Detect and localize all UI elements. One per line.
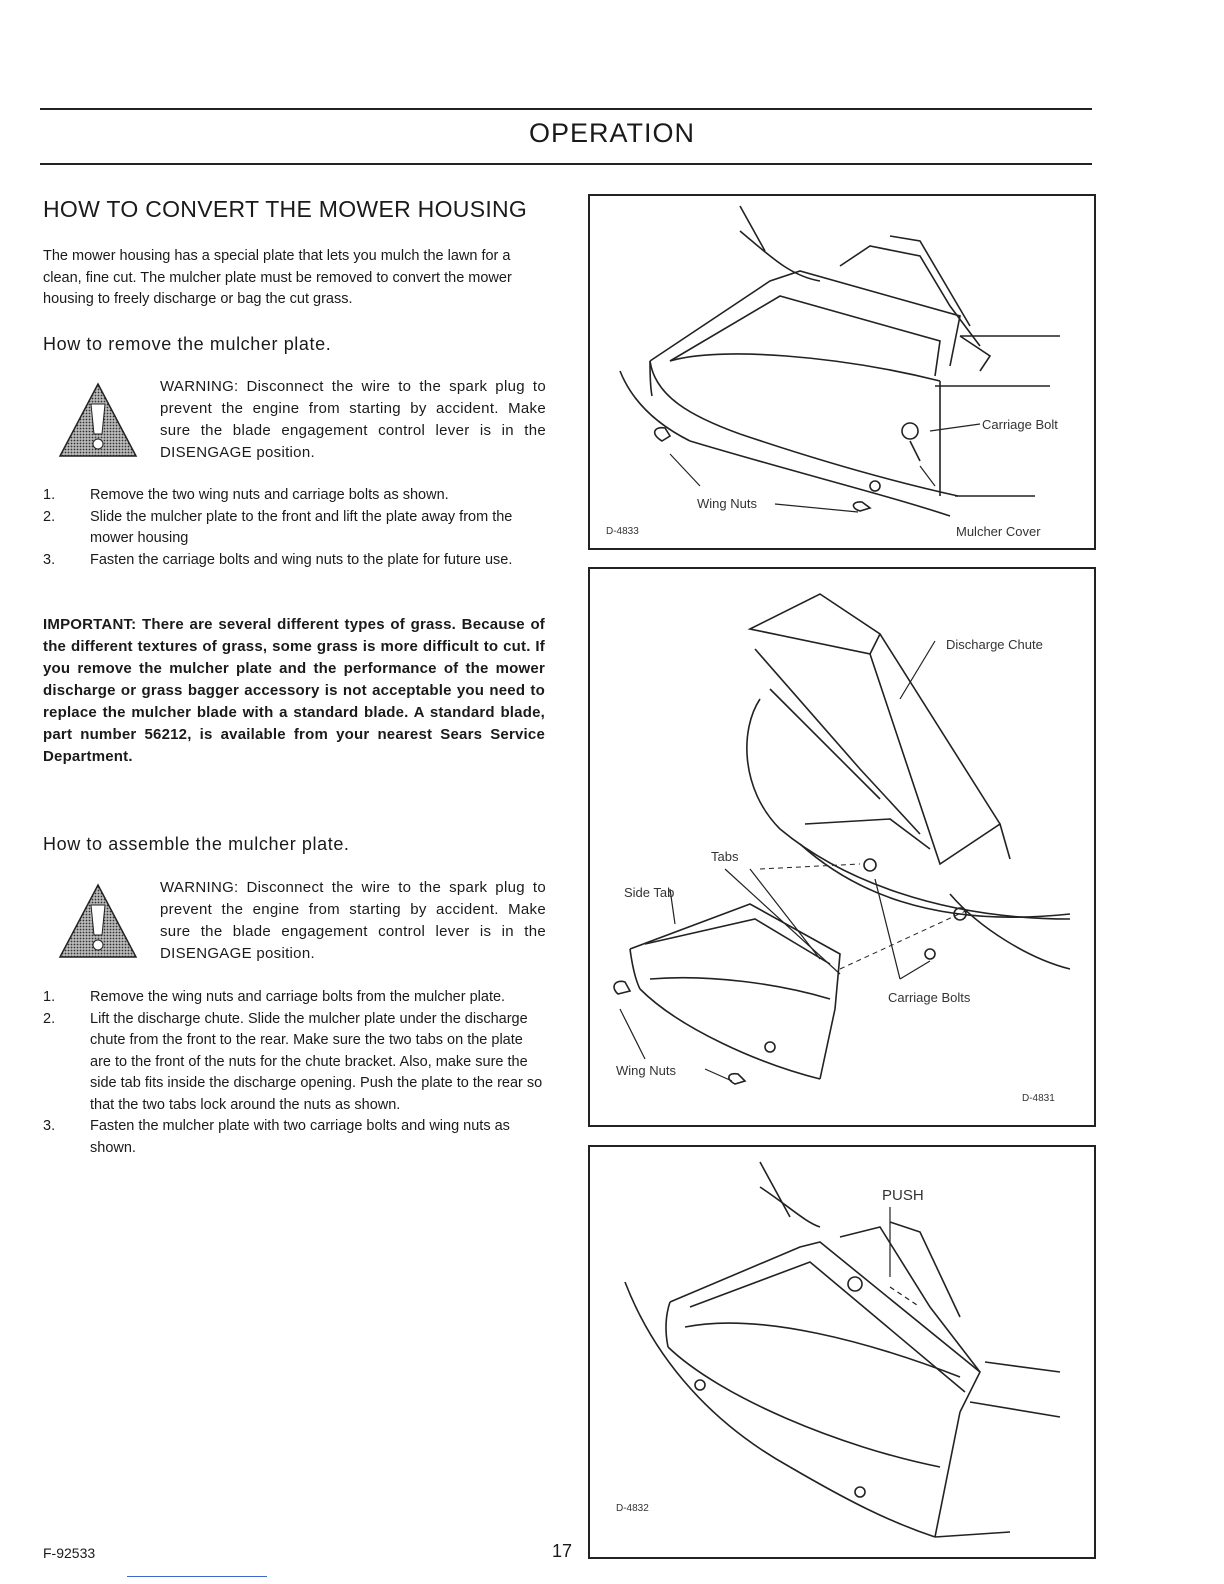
label-wing-nuts: Wing Nuts <box>616 1063 676 1078</box>
assemble-warning-text: WARNING: Disconnect the wire to the spar… <box>160 879 546 962</box>
remove-heading: How to remove the mulcher plate. <box>43 334 332 354</box>
list-item: 2.Lift the discharge chute. Slide the mu… <box>43 1010 543 1113</box>
label-wing-nuts: Wing Nuts <box>697 496 757 511</box>
assemble-warning-block: WARNING: Disconnect the wire to the spar… <box>58 877 548 977</box>
intro-paragraph: The mower housing has a special plate th… <box>43 248 512 307</box>
list-item: 3.Fasten the mulcher plate with two carr… <box>43 1118 510 1156</box>
warning-triangle-icon <box>58 382 138 457</box>
document-number: F-92533 <box>43 1545 96 1561</box>
label-tabs: Tabs <box>711 849 739 864</box>
push-plate-illustration <box>624 1161 1061 1538</box>
remove-steps-list: 1.Remove the two wing nuts and carriage … <box>43 485 545 571</box>
label-carriage-bolts: Carriage Bolts <box>888 990 971 1005</box>
list-item: 1.Remove the two wing nuts and carriage … <box>43 487 449 503</box>
remove-warning-block: WARNING: Disconnect the wire to the spar… <box>58 376 548 476</box>
page-number: 17 <box>552 1541 573 1561</box>
figure-code: D-4832 <box>616 1503 649 1514</box>
label-mulcher-cover: Mulcher Cover <box>956 524 1041 539</box>
assemble-steps-list: 1.Remove the wing nuts and carriage bolt… <box>43 987 545 1159</box>
figure-push-plate: PUSH D-4832 <box>588 1145 1096 1559</box>
header-rule-top <box>40 108 1092 110</box>
section-title: HOW TO CONVERT THE MOWER HOUSING <box>43 196 528 222</box>
discharge-chute-illustration <box>613 593 1071 1085</box>
label-carriage-bolt: Carriage Bolt <box>982 417 1058 432</box>
figure-code: D-4831 <box>1022 1093 1055 1104</box>
assemble-heading: How to assemble the mulcher plate. <box>43 834 350 854</box>
footer-divider <box>127 1576 267 1577</box>
list-item: 2.Slide the mulcher plate to the front a… <box>43 508 513 547</box>
remove-warning-text: WARNING: Disconnect the wire to the spar… <box>160 378 546 461</box>
warning-triangle-icon <box>58 883 138 958</box>
figure-code: D-4833 <box>606 526 639 537</box>
label-side-tab: Side Tab <box>624 885 675 900</box>
figure-discharge-chute: Discharge Chute Tabs Side Tab Carriage B… <box>588 567 1096 1127</box>
label-push: PUSH <box>882 1187 924 1204</box>
header-rule-bottom <box>40 163 1092 165</box>
figure-remove-mulcher-plate: Carriage Bolt Wing Nuts Mulcher Cover D-… <box>588 194 1096 550</box>
label-discharge-chute: Discharge Chute <box>946 637 1043 652</box>
list-item: 1.Remove the wing nuts and carriage bolt… <box>43 989 506 1005</box>
important-notice: IMPORTANT: There are several different t… <box>43 616 545 765</box>
page-header-title: OPERATION <box>528 118 696 148</box>
mulcher-housing-illustration <box>619 205 1060 517</box>
list-item: 3.Fasten the carriage bolts and wing nut… <box>43 551 513 568</box>
